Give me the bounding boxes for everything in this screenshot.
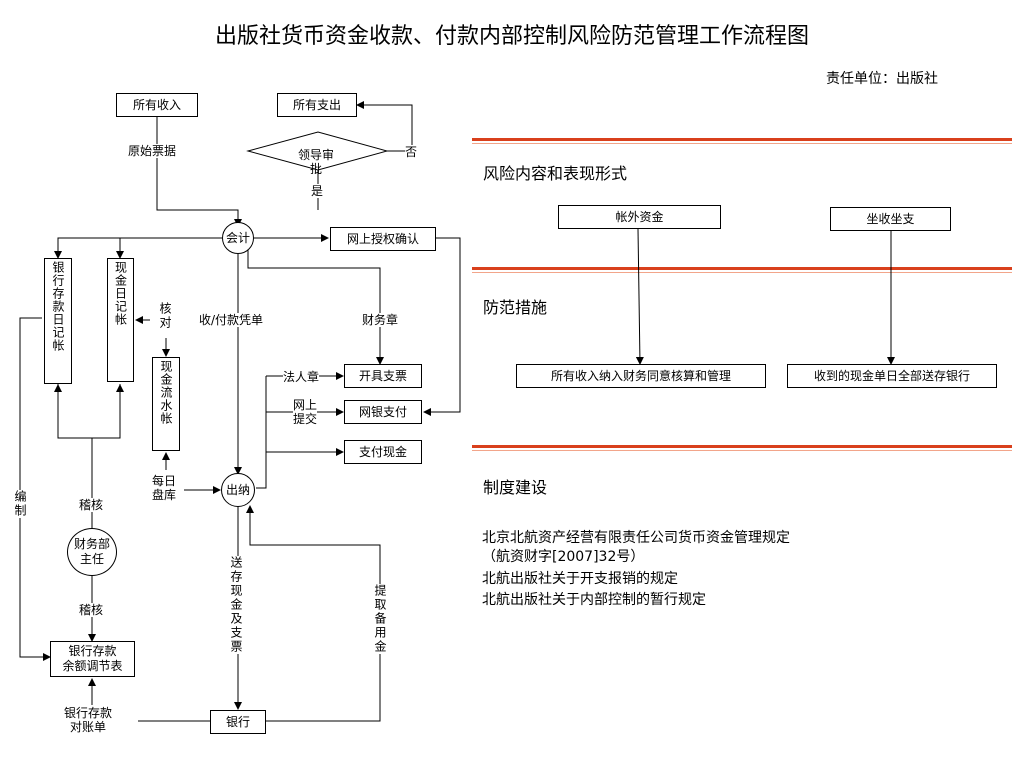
withdraw-label: 提取备用金 xyxy=(373,584,387,654)
bank-box: 银行 xyxy=(210,710,266,734)
audit-label-1: 稽核 xyxy=(79,498,104,512)
no-label: 否 xyxy=(405,145,418,159)
measure-item-1: 所有收入纳入财务同意核算和管理 xyxy=(516,364,766,388)
original-receipts-label: 原始票据 xyxy=(128,144,177,158)
voucher-label: 收/付款凭单 xyxy=(199,313,264,327)
cashier-node: 出纳 xyxy=(221,473,255,507)
finance-director-node: 财务部 主任 xyxy=(67,528,117,576)
audit-label-2: 稽核 xyxy=(79,603,104,617)
regulation-line-1: 北京北航资产经营有限责任公司货币资金管理规定 xyxy=(482,530,790,546)
bank-reconciliation-box: 银行存款 余额调节表 xyxy=(50,641,135,677)
cash-flow-account-box: 现金流水帐 xyxy=(152,357,180,451)
pay-cash-box: 支付现金 xyxy=(344,440,422,464)
check-label: 核对 xyxy=(158,302,172,330)
leader-approval-text: 领导审 批 xyxy=(298,148,335,176)
online-submit-label: 网上 提交 xyxy=(293,398,318,426)
accounting-node: 会计 xyxy=(222,222,254,254)
risk-item-sit-collect-pay: 坐收坐支 xyxy=(830,207,951,231)
deposit-label: 送存现金及支票 xyxy=(229,556,243,654)
bank-statement-label: 银行存款 对账单 xyxy=(64,706,113,734)
cash-journal-box: 现金日记帐 xyxy=(107,258,134,382)
risk-heading: 风险内容和表现形式 xyxy=(483,164,628,183)
online-auth-box: 网上授权确认 xyxy=(330,227,436,251)
legal-seal-label: 法人章 xyxy=(283,370,320,384)
responsibility-unit: 责任单位：出版社 xyxy=(826,71,938,87)
compile-label: 编制 xyxy=(13,490,27,518)
finance-seal-label: 财务章 xyxy=(362,313,399,327)
regulation-line-3: 北航出版社关于开支报销的规定 xyxy=(482,571,678,587)
measures-heading: 防范措施 xyxy=(483,298,548,317)
all-income-box: 所有收入 xyxy=(116,93,198,117)
bank-journal-box: 银行存款日记帐 xyxy=(44,258,72,384)
regulation-line-4: 北航出版社关于内部控制的暂行规定 xyxy=(482,592,706,608)
section-bands xyxy=(472,138,1012,451)
issue-check-box: 开具支票 xyxy=(344,364,422,388)
measure-item-2: 收到的现金单日全部送存银行 xyxy=(787,364,997,388)
system-heading: 制度建设 xyxy=(483,478,548,497)
yes-label: 是 xyxy=(311,184,324,198)
daily-count-label: 每日 盘库 xyxy=(152,474,177,502)
online-payment-box: 网银支付 xyxy=(344,400,422,424)
connectors xyxy=(19,101,895,722)
regulation-line-2: （航资财字[2007]32号） xyxy=(482,549,645,565)
risk-item-offbook-funds: 帐外资金 xyxy=(558,205,721,229)
page-title: 出版社货币资金收款、付款内部控制风险防范管理工作流程图 xyxy=(214,24,809,49)
all-expense-box: 所有支出 xyxy=(277,93,357,117)
